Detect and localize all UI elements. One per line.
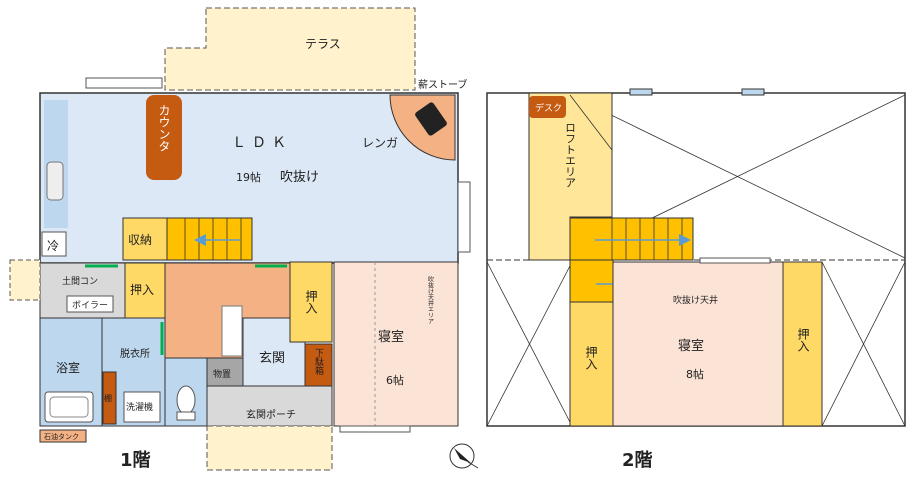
closet-right-label: 押入 xyxy=(304,290,318,314)
landing-2f xyxy=(569,259,614,303)
washer-box xyxy=(123,391,161,423)
bedroom-1f xyxy=(333,261,459,427)
stair-treads xyxy=(184,218,242,260)
shelf-label: 棚 xyxy=(104,393,112,403)
closet-right-1f xyxy=(289,261,333,343)
loft-area xyxy=(528,92,613,261)
toilet-tank xyxy=(176,411,196,421)
oil-tank xyxy=(39,429,87,443)
floor-2: デスク ロフトエリア 押入 押入 吹抜け天井 寝室 8帖 2階 xyxy=(486,88,906,471)
ldk-label: ＬＤＫ xyxy=(232,135,292,151)
floor-1: テラス 冷 カウンタ ＬＤＫ 19帖 吹抜け レンガ 薪ストーブ 収納 xyxy=(9,7,471,471)
atrium-ceiling-label: 吹抜け天井 xyxy=(673,294,718,306)
terrace-area xyxy=(164,7,416,91)
entrance-label: 玄関 xyxy=(259,351,285,366)
brick-label: レンガ xyxy=(362,136,398,150)
bedroom-2f xyxy=(612,261,784,427)
stairs-1f xyxy=(166,217,253,261)
stove-kon-label: 土間コン xyxy=(62,275,98,287)
desk xyxy=(529,96,566,118)
window-bottom-1 xyxy=(339,425,411,433)
closet-left-2f-label: 押入 xyxy=(584,346,598,370)
window-2f-3 xyxy=(699,257,771,264)
floor2-caption: 2階 xyxy=(622,450,653,471)
bedroom-size-label: 6帖 xyxy=(386,374,404,387)
window-2f-2 xyxy=(741,88,765,96)
compass-icon xyxy=(449,443,479,469)
dressing-label: 脱衣所 xyxy=(120,347,150,360)
sink xyxy=(46,161,64,201)
counter xyxy=(146,95,182,180)
window-top-1 xyxy=(85,77,163,89)
porch-label: 玄関ポーチ xyxy=(246,408,296,421)
closet-left-label: 押入 xyxy=(130,283,154,297)
loft-diag xyxy=(569,94,613,151)
outdoor-step xyxy=(9,259,41,301)
stair-treads-2f xyxy=(611,218,683,260)
atrium-label: 吹抜け xyxy=(280,169,319,185)
fridge-label: 冷 xyxy=(47,239,59,253)
bedroom-2f-label: 寝室 xyxy=(678,338,704,354)
ldk-size-label: 19帖 xyxy=(236,171,261,184)
window-2f-1 xyxy=(629,88,653,96)
washer-label: 洗濯機 xyxy=(126,401,153,413)
terrace-label: テラス xyxy=(305,37,341,51)
closet-left-2f xyxy=(569,301,614,427)
stove-icon xyxy=(415,102,447,136)
atrium-cross-6 xyxy=(821,261,906,427)
storage-label: 収納 xyxy=(128,233,152,247)
porch-steps xyxy=(206,425,333,471)
atrium-cross-4 xyxy=(486,261,573,427)
oil-tank-label: 石油タンク xyxy=(44,432,79,441)
shoebox-label: 下駄箱 xyxy=(313,348,324,376)
storeroom xyxy=(206,357,244,387)
counter-label: カウンタ xyxy=(157,104,171,152)
floor1-caption: 1階 xyxy=(120,450,151,471)
window-right-1 xyxy=(457,181,471,253)
boiler-label: ボイラー xyxy=(72,300,108,311)
desk-label: デスク xyxy=(535,102,562,114)
toilet-icon xyxy=(176,385,196,415)
bath-label: 浴室 xyxy=(56,360,80,375)
closet-right-2f xyxy=(782,261,823,427)
bedroom-2f-size-label: 8帖 xyxy=(686,368,704,381)
boiler-box xyxy=(66,295,114,313)
bathtub-inner xyxy=(49,396,89,418)
shoebox xyxy=(304,343,333,387)
bedroom-note-label: 吹抜け天井エリア xyxy=(427,275,434,324)
shelf xyxy=(102,371,117,425)
entrance-step xyxy=(221,305,243,357)
bedroom-label: 寝室 xyxy=(378,329,404,345)
stove-label: 薪ストーブ xyxy=(418,78,467,91)
fridge-icon xyxy=(41,231,67,257)
closet-right-2f-label: 押入 xyxy=(796,328,810,352)
stairs-2f xyxy=(569,217,694,261)
storeroom-label: 物置 xyxy=(213,368,231,380)
porch xyxy=(206,385,333,427)
loft-label: ロフトエリア xyxy=(564,122,577,188)
